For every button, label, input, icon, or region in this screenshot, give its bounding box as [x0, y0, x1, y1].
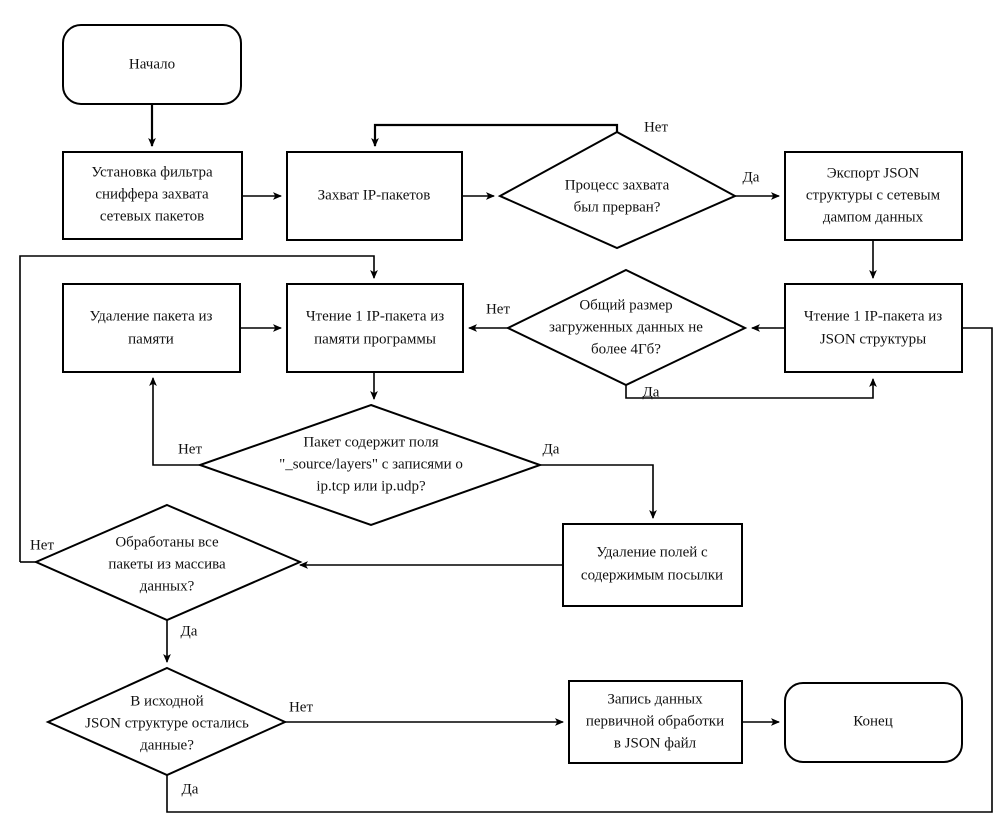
- node-capture-label: Захват IP-пакетов: [318, 187, 431, 203]
- node-export-json[interactable]: Экспорт JSON структуры с сетевым дампом …: [784, 151, 963, 241]
- node-delete-packet-line1: Удаление пакета из: [90, 308, 213, 324]
- node-export-json-line3: дампом данных: [823, 209, 924, 225]
- node-read-from-json[interactable]: Чтение 1 IP-пакета из JSON структуры: [784, 283, 963, 373]
- edge-json-check-yes-return: [166, 324, 993, 813]
- node-export-json-line1: Экспорт JSON: [827, 165, 920, 181]
- node-end[interactable]: Конец: [784, 682, 963, 763]
- edge-label-size-check-no: Нет: [486, 301, 510, 317]
- node-set-filter-line3: сетевых пакетов: [100, 208, 204, 224]
- edge-label-json-check-yes: Да: [182, 781, 199, 797]
- node-start-label: Начало: [129, 56, 175, 72]
- edge-interrupted-no-loop: [371, 123, 619, 147]
- edge-label-json-check-no: Нет: [289, 699, 313, 715]
- node-set-filter-line1: Установка фильтра: [91, 164, 213, 180]
- node-capture[interactable]: Захват IP-пакетов: [286, 151, 463, 241]
- node-json-has-data-line3: данные?: [140, 737, 194, 753]
- edge-label-all-processed-no: Нет: [30, 537, 54, 553]
- node-capture-interrupted-line1: Процесс захвата: [565, 177, 670, 193]
- node-read-from-memory[interactable]: Чтение 1 IP-пакета из памяти программы: [286, 283, 464, 373]
- node-capture-interrupted-line2: был прерван?: [574, 199, 661, 215]
- node-read-from-memory-line1: Чтение 1 IP-пакета из: [306, 308, 444, 324]
- node-json-has-data-line2: JSON структуре остались: [85, 715, 249, 731]
- node-read-from-json-line1: Чтение 1 IP-пакета из: [804, 308, 942, 324]
- node-has-fields-line2: "_source/layers" с записями о: [279, 456, 463, 472]
- node-all-processed-line1: Обработаны все: [115, 534, 219, 550]
- node-write-json[interactable]: Запись данных первичной обработки в JSON…: [568, 680, 743, 764]
- node-delete-payload-line1: Удаление полей с: [596, 544, 708, 560]
- node-delete-payload[interactable]: Удаление полей с содержимым посылки: [562, 523, 743, 607]
- node-write-json-line3: в JSON файл: [614, 735, 697, 751]
- node-all-processed[interactable]: Обработаны все пакеты из массива данных?: [33, 503, 303, 622]
- node-all-processed-line2: пакеты из массива: [108, 556, 226, 572]
- node-delete-packet[interactable]: Удаление пакета из памяти: [62, 283, 241, 373]
- node-set-filter[interactable]: Установка фильтра сниффера захвата сетев…: [62, 151, 243, 240]
- node-write-json-line1: Запись данных: [607, 691, 703, 707]
- node-read-from-json-line2: JSON структуры: [820, 331, 926, 347]
- edge-label-layer: Нет Да Нет Да Нет Да Нет Да Нет Да: [30, 119, 760, 797]
- node-write-json-line2: первичной обработки: [586, 713, 724, 729]
- edge-label-interrupted-yes: Да: [743, 169, 760, 185]
- edge-label-has-fields-no: Нет: [178, 441, 202, 457]
- node-read-from-memory-line2: памяти программы: [314, 331, 436, 347]
- node-delete-payload-line2: содержимым посылки: [581, 567, 723, 583]
- node-capture-interrupted[interactable]: Процесс захвата был прерван?: [497, 130, 738, 250]
- node-start[interactable]: Начало: [62, 24, 242, 105]
- edge-left-return-bus: [19, 255, 378, 562]
- node-has-fields[interactable]: Пакет содержит поля "_source/layers" с з…: [196, 403, 543, 527]
- edge-has-fields-no-to-delete-packet: [149, 377, 200, 466]
- node-delete-packet-line2: памяти: [128, 331, 174, 347]
- node-export-json-line2: структуры с сетевым: [806, 187, 941, 203]
- node-set-filter-line2: сниффера захвата: [95, 186, 209, 202]
- node-has-fields-line3: ip.tcp или ip.udp?: [316, 478, 426, 494]
- node-json-has-data-line1: В исходной: [130, 693, 203, 709]
- node-json-has-data[interactable]: В исходной JSON структуре остались данны…: [45, 666, 288, 777]
- edge-label-all-processed-yes: Да: [181, 623, 198, 639]
- node-size-check-line2: загруженных данных не: [549, 319, 703, 335]
- node-all-processed-line3: данных?: [140, 578, 195, 594]
- edge-has-fields-yes-to-delete-payload: [540, 464, 657, 519]
- node-has-fields-line1: Пакет содержит поля: [303, 434, 438, 450]
- edge-label-size-check-yes: Да: [643, 384, 660, 400]
- node-size-check-line1: Общий размер: [579, 297, 672, 313]
- connector-layer: [19, 103, 993, 813]
- edge-label-has-fields-yes: Да: [543, 441, 560, 457]
- node-size-check-line3: более 4Гб?: [591, 341, 661, 357]
- edge-label-interrupted-no: Нет: [644, 119, 668, 135]
- node-end-label: Конец: [853, 713, 892, 729]
- node-size-check[interactable]: Общий размер загруженных данных не более…: [505, 268, 748, 387]
- edge-size-check-yes-loop: [625, 378, 877, 399]
